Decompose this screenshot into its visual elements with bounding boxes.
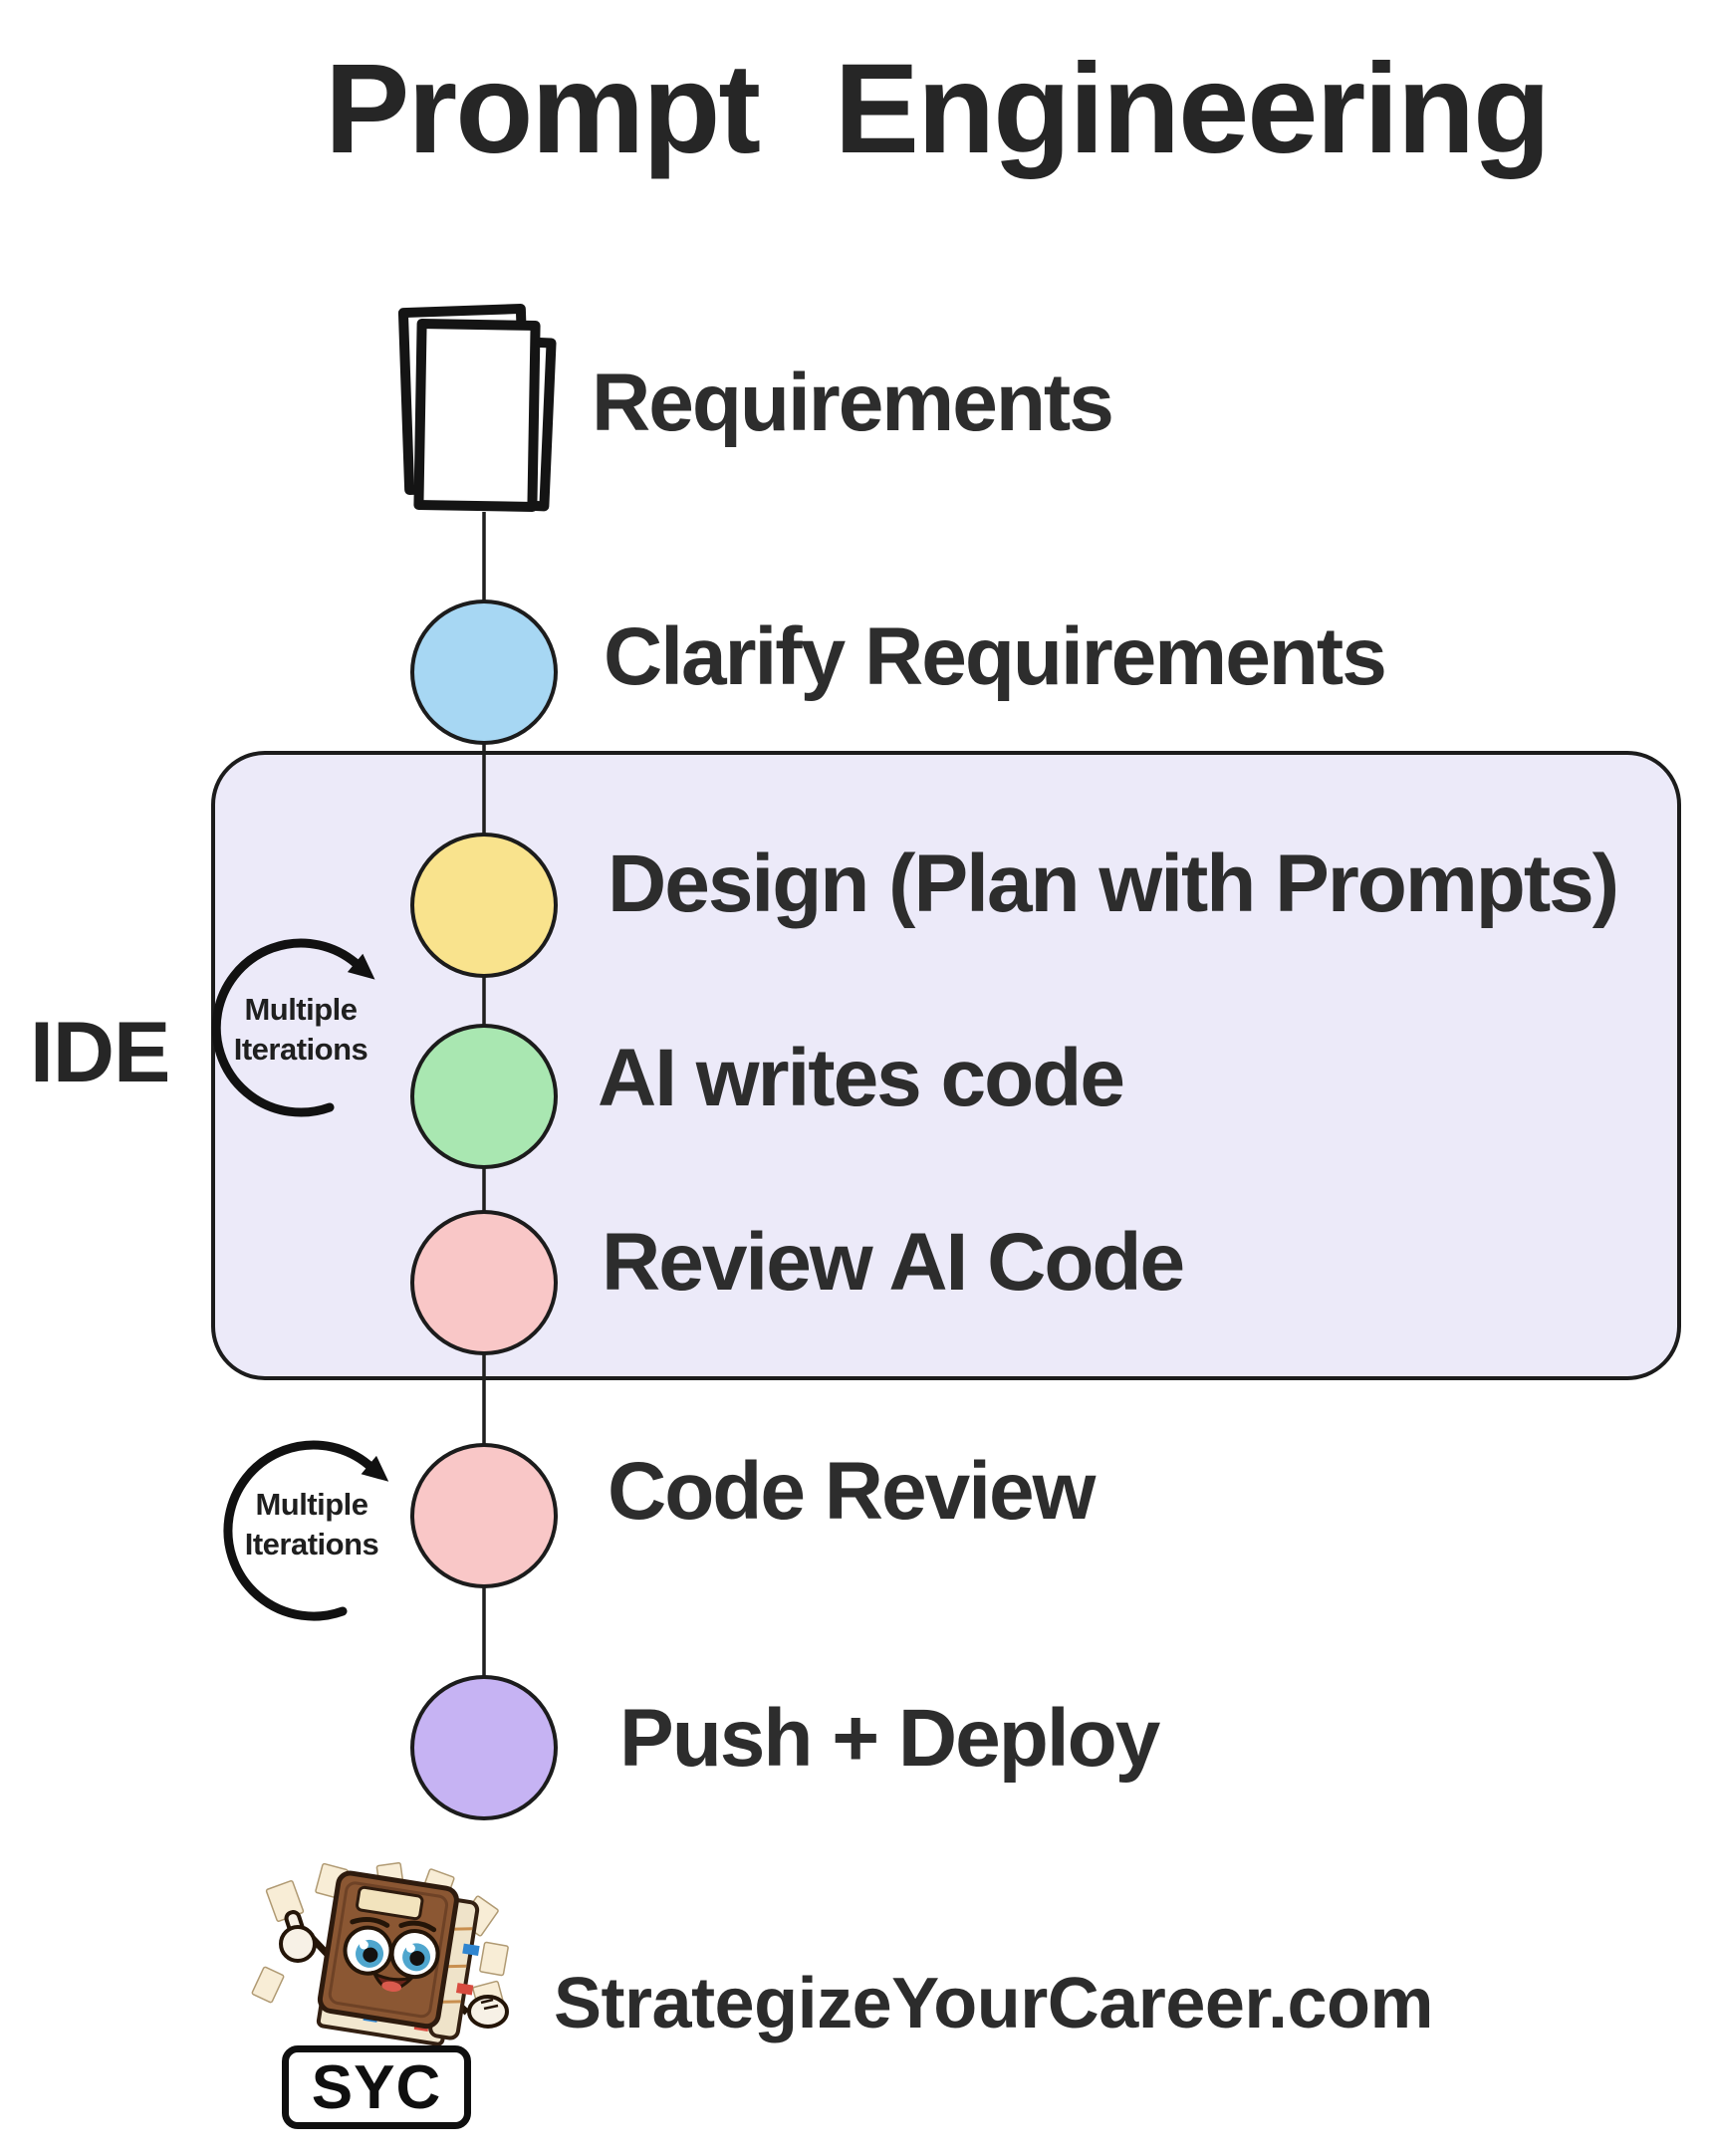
iteration-badge-2-line2: Iterations (244, 1527, 379, 1561)
iteration-badge-1-line1: Multiple (244, 992, 358, 1027)
step-label-ai-writes-code: AI writes code (598, 1033, 1125, 1123)
iteration-badge-2: Multiple Iterations (200, 1485, 423, 1564)
iteration-badge-1: Multiple Iterations (189, 990, 412, 1070)
documents-icon (397, 303, 557, 512)
node-code-review (410, 1443, 558, 1588)
node-design (410, 833, 558, 978)
ide-group-label: IDE (30, 1005, 170, 1100)
node-ai-writes-code (410, 1024, 558, 1169)
node-clarify-requirements (410, 599, 558, 745)
step-label-review-ai-code: Review AI Code (602, 1217, 1185, 1308)
website-text: StrategizeYourCareer.com (554, 1964, 1434, 2043)
syc-logo-text: SYC (311, 2052, 442, 2122)
syc-mascot-illustration (251, 1862, 509, 2046)
node-review-ai-code (410, 1210, 558, 1355)
step-label-design: Design (Plan with Prompts) (608, 838, 1619, 929)
iteration-badge-2-line1: Multiple (255, 1487, 368, 1522)
step-label-clarify-requirements: Clarify Requirements (604, 611, 1387, 702)
step-label-code-review: Code Review (608, 1446, 1096, 1537)
syc-logo-badge: SYC (282, 2045, 471, 2129)
node-push-deploy (410, 1675, 558, 1820)
step-label-push-deploy: Push + Deploy (619, 1693, 1160, 1784)
step-label-requirements: Requirements (592, 358, 1114, 448)
iteration-badge-1-line2: Iterations (233, 1032, 368, 1067)
page-title: Prompt Engineering (325, 38, 1551, 180)
